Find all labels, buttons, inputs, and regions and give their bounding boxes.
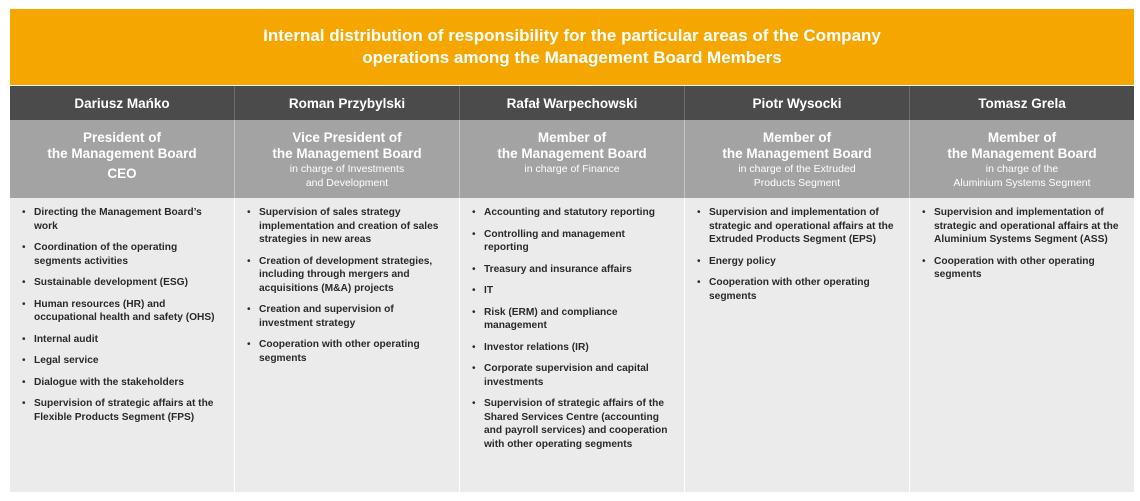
duty-item: Cooperation with other operating segment… bbox=[697, 276, 897, 303]
role-title-line: Member of bbox=[762, 130, 832, 145]
role-subtitle-line: in charge of the bbox=[985, 163, 1059, 175]
duty-item: Risk (ERM) and compliance management bbox=[472, 306, 672, 333]
title-line-1: Internal distribution of responsibility … bbox=[263, 26, 881, 45]
duty-item: Dialogue with the stakeholders bbox=[22, 376, 222, 390]
role-subtitle-line: in charge of Finance bbox=[524, 163, 620, 175]
duty-list: Accounting and statutory reportingContro… bbox=[472, 206, 672, 451]
role-title-line: President of bbox=[82, 130, 161, 145]
role-subtitle-line: Aluminium Systems Segment bbox=[953, 177, 1091, 189]
duty-item: Supervision of strategic affairs at the … bbox=[22, 397, 222, 424]
member-duties-row: Directing the Management Board’s workCoo… bbox=[10, 198, 1134, 492]
duty-column: Accounting and statutory reportingContro… bbox=[460, 198, 685, 492]
duty-item: Corporate supervision and capital invest… bbox=[472, 362, 672, 389]
duty-item: Accounting and statutory reporting bbox=[472, 206, 672, 220]
role-subtitle-line: in charge of Investments bbox=[289, 163, 405, 175]
duty-item: Sustainable development (ESG) bbox=[22, 276, 222, 290]
role-title-line: CEO bbox=[107, 166, 137, 181]
duty-column: Supervision and implementation of strate… bbox=[685, 198, 910, 492]
member-name: Tomasz Grela bbox=[978, 95, 1066, 111]
duty-item: Supervision and implementation of strate… bbox=[922, 206, 1122, 247]
duty-item: Human resources (HR) and occupational he… bbox=[22, 298, 222, 325]
duty-column: Supervision and implementation of strate… bbox=[910, 198, 1134, 492]
role-subtitle-line: and Development bbox=[305, 177, 389, 189]
duty-item: Investor relations (IR) bbox=[472, 341, 672, 355]
duty-column: Directing the Management Board’s workCoo… bbox=[10, 198, 235, 492]
role-title-line: the Management Board bbox=[497, 146, 647, 161]
duty-item: Controlling and management reporting bbox=[472, 228, 672, 255]
role-title-line: Member of bbox=[537, 130, 607, 145]
member-name: Roman Przybylski bbox=[235, 86, 460, 120]
role-title-line: the Management Board bbox=[722, 146, 872, 161]
duty-item: Creation and supervision of investment s… bbox=[247, 303, 447, 330]
member-name: Piotr Wysocki bbox=[685, 86, 910, 120]
duty-list: Directing the Management Board’s workCoo… bbox=[22, 206, 222, 424]
title-line-2: operations among the Management Board Me… bbox=[362, 48, 782, 67]
duty-item: Treasury and insurance affairs bbox=[472, 263, 672, 277]
duty-column: Supervision of sales strategy implementa… bbox=[235, 198, 460, 492]
duty-item: Legal service bbox=[22, 354, 222, 368]
duty-item: Supervision and implementation of strate… bbox=[697, 206, 897, 247]
duty-item: IT bbox=[472, 284, 672, 298]
role-subtitle-line: Products Segment bbox=[753, 177, 841, 189]
duty-list: Supervision of sales strategy implementa… bbox=[247, 206, 447, 365]
role-title-line: Member of bbox=[987, 130, 1057, 145]
duty-item: Creation of development strategies, incl… bbox=[247, 255, 447, 296]
duty-list: Supervision and implementation of strate… bbox=[697, 206, 897, 303]
duty-item: Cooperation with other operating segment… bbox=[922, 255, 1122, 282]
duty-item: Internal audit bbox=[22, 333, 222, 347]
duty-item: Energy policy bbox=[697, 255, 897, 269]
duty-item: Supervision of strategic affairs of the … bbox=[472, 397, 672, 451]
member-name: Rafał Warpechowski bbox=[460, 86, 685, 120]
role-title-line: Vice President of bbox=[292, 130, 402, 145]
duty-item: Supervision of sales strategy implementa… bbox=[247, 206, 447, 247]
member-name: Dariusz Mańko bbox=[10, 86, 235, 120]
duty-list: Supervision and implementation of strate… bbox=[922, 206, 1122, 282]
duty-item: Directing the Management Board’s work bbox=[22, 206, 222, 233]
role-title-line: the Management Board bbox=[947, 146, 1097, 161]
role-title-line: the Management Board bbox=[47, 146, 197, 161]
role-title-line: the Management Board bbox=[272, 146, 422, 161]
table-title-banner: Internal distribution of responsibility … bbox=[10, 9, 1134, 85]
duty-item: Cooperation with other operating segment… bbox=[247, 338, 447, 365]
duty-item: Coordination of the operating segments a… bbox=[22, 241, 222, 268]
role-subtitle-line: in charge of the Extruded bbox=[738, 163, 856, 175]
responsibility-table: Internal distribution of responsibility … bbox=[10, 9, 1134, 492]
